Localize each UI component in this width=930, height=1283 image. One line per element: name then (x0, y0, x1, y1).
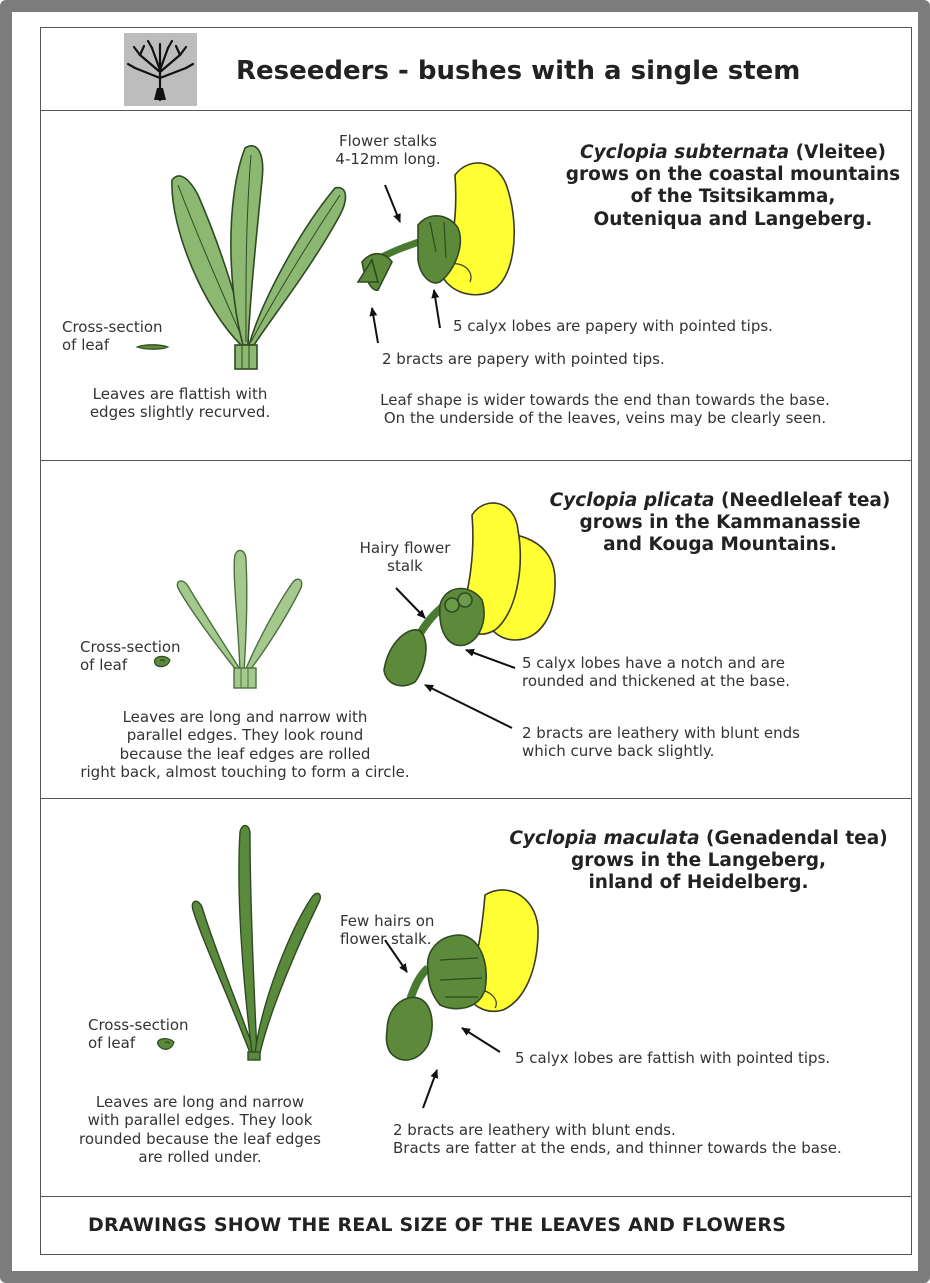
leaf-shape-notes-1: Leaf shape is wider towards the end than… (340, 391, 870, 428)
species-heading-3: Cyclopia maculata (Genadendal tea) grows… (506, 828, 891, 895)
leaf-cluster-2 (177, 550, 301, 688)
species-heading-2: Cyclopia plicata (Needleleaf tea) grows … (535, 490, 905, 557)
leaf-cluster-1 (172, 146, 346, 369)
calyx-note-3: 5 calyx lobes are fattish with pointed t… (515, 1049, 830, 1067)
leaf-description-3: Leaves are long and narrow with parallel… (60, 1093, 340, 1166)
bract-note-3: 2 bracts are leathery with blunt ends.Br… (393, 1121, 842, 1158)
leaf-description-2: Leaves are long and narrow with parallel… (55, 708, 435, 781)
calyx-note-1: 5 calyx lobes are papery with pointed ti… (453, 317, 773, 335)
flower-1 (358, 163, 514, 295)
footer-note: DRAWINGS SHOW THE REAL SIZE OF THE LEAVE… (88, 1214, 786, 1237)
page-title: Reseeders - bushes with a single stem (236, 56, 800, 88)
bract-note-1: 2 bracts are papery with pointed tips. (382, 350, 665, 368)
bush-icon (124, 33, 197, 106)
leaf-cluster-3 (192, 825, 320, 1060)
species-heading-1: Cyclopia subternata (Vleitee) grows on t… (548, 142, 918, 231)
